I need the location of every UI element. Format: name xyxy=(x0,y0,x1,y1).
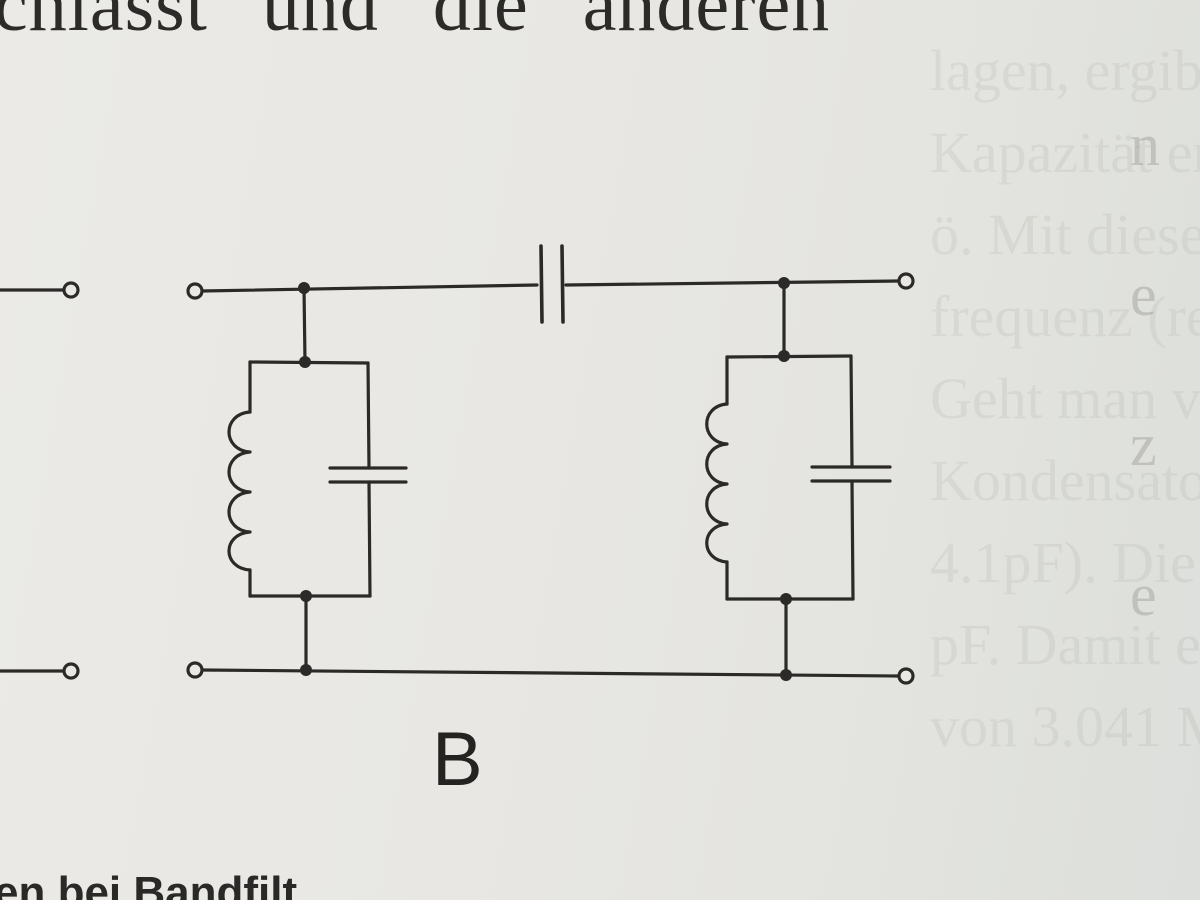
junction-dot xyxy=(298,282,310,294)
junction-dot xyxy=(299,356,311,368)
terminal-icon xyxy=(62,662,80,680)
capacitor-plate xyxy=(539,244,544,324)
junction-dot xyxy=(780,669,792,681)
show-through-line: 4.1pF). Die Reihenschaltung xyxy=(930,530,1200,595)
body-text-line: chlässt und die anderen xyxy=(0,0,831,47)
margin-letter: e xyxy=(1130,562,1157,628)
wire xyxy=(849,354,854,469)
figure-label: B xyxy=(432,717,483,802)
inductor-icon xyxy=(705,402,729,564)
show-through-line: Kondensatoren als Reihenschalt xyxy=(930,448,1200,513)
capacitor-plate xyxy=(560,244,565,324)
inductor-icon xyxy=(227,410,252,572)
wire xyxy=(367,480,372,598)
show-through-line: lagen, ergibt man den W xyxy=(930,38,1200,103)
junction-dot xyxy=(300,664,312,676)
terminal-icon xyxy=(62,281,80,299)
wire xyxy=(564,279,900,287)
show-through-line: ö. Mit diesen Werten ergibt xyxy=(930,202,1200,267)
terminal-icon xyxy=(186,282,204,300)
show-through-line: von 3.041 MHz. xyxy=(930,694,1200,759)
capacitor-icon xyxy=(539,244,565,324)
show-through-line: Geht man von der Spule xyxy=(930,366,1200,431)
show-through-text: lagen, ergibt man den W Kapazität erhält… xyxy=(930,30,1200,768)
junctions xyxy=(298,277,792,681)
junction-dot xyxy=(778,277,790,289)
margin-show-through: n e z e xyxy=(1130,70,1160,670)
terminal-icon xyxy=(186,661,204,679)
junction-dot xyxy=(300,590,312,602)
wire xyxy=(302,286,307,364)
caption-text: en bei Bandfilt xyxy=(0,868,298,900)
show-through-line: Kapazität erhält man den Sch xyxy=(930,120,1200,185)
wire xyxy=(200,283,539,293)
wire xyxy=(850,479,855,601)
right-lc-tank xyxy=(705,281,892,677)
previous-circuit-fragment xyxy=(0,281,80,680)
top-rail xyxy=(200,279,900,293)
left-lc-tank xyxy=(227,286,408,672)
margin-letter: z xyxy=(1130,412,1157,478)
terminal-icon xyxy=(897,667,915,685)
show-through-line: frequenz (rechnen Sie nach!) vo xyxy=(930,284,1200,349)
show-through-line: pF. Damit ergibt sich eine F xyxy=(930,612,1200,677)
junction-dot xyxy=(778,350,790,362)
wire xyxy=(366,361,371,470)
junction-dot xyxy=(780,593,792,605)
margin-letter: e xyxy=(1130,262,1157,328)
terminal-icon xyxy=(897,272,915,290)
margin-letter: n xyxy=(1130,112,1160,178)
